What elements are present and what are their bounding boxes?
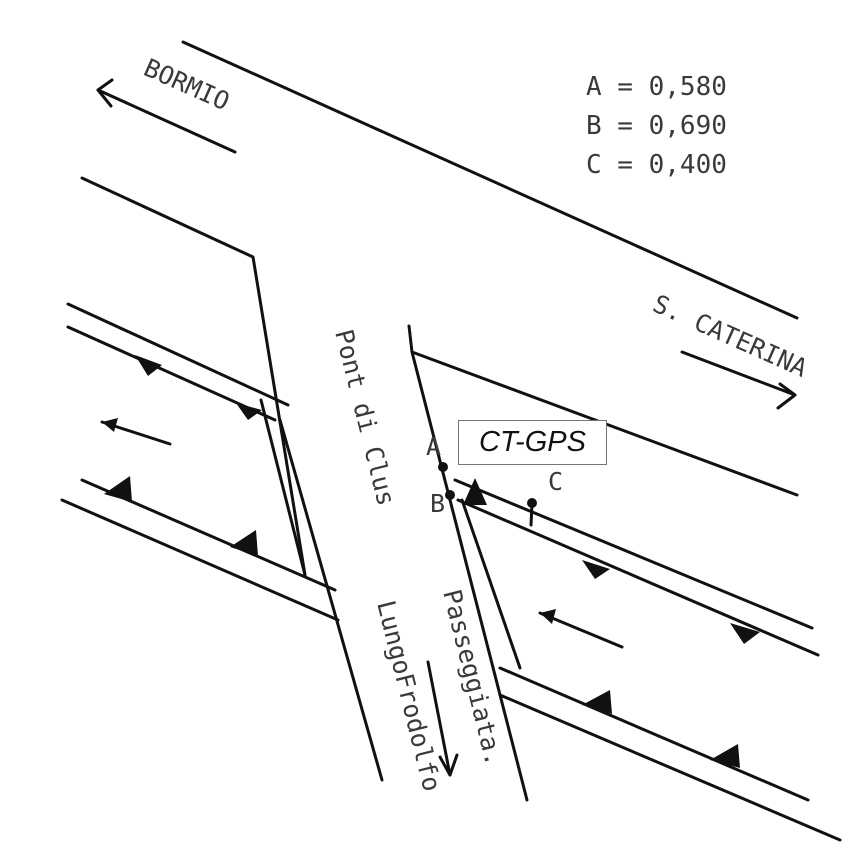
arrow-walkway-head: [438, 753, 459, 777]
label-point-c: C: [548, 467, 563, 496]
measurement-a: A = 0,580: [586, 72, 727, 102]
river-bank-right-mid: [456, 498, 820, 657]
arrow-walkway: [426, 660, 452, 777]
bridge-inner-right: [460, 498, 522, 670]
bank-marker: [104, 476, 132, 502]
bank-marker: [710, 744, 740, 768]
bridge-edge-left: [278, 418, 384, 782]
point-c-dot: [527, 498, 537, 508]
flow-arrow-right-head: [540, 609, 556, 624]
road-edge-upper: [181, 40, 799, 320]
gps-station-label-box: CT-GPS: [458, 420, 607, 465]
label-point-b: B: [430, 489, 445, 518]
flow-arrow-left-head: [102, 418, 118, 432]
measurement-b: B = 0,690: [586, 111, 727, 141]
river-bank-left-bottom: [60, 498, 340, 622]
bank-marker: [730, 623, 760, 644]
bank-marker: [236, 403, 262, 420]
label-bormio: BORMIO: [140, 53, 234, 116]
point-b-dot: [445, 490, 455, 500]
bridge-inner-left: [259, 398, 307, 577]
bank-marker: [135, 355, 162, 376]
bridge-edge-right: [410, 350, 529, 802]
label-point-a: A: [426, 432, 441, 461]
river-bank-right-bottom: [498, 693, 842, 842]
arrow-caterina-head: [776, 382, 797, 410]
point-a-dot: [438, 462, 448, 472]
river-bank-left-top: [66, 302, 290, 407]
road-edge-lower-left: [80, 176, 307, 577]
river-bank-right-top: [453, 478, 814, 630]
river-bank-right-low: [498, 666, 810, 802]
arrow-caterina: [680, 350, 797, 397]
arrow-bormio: [96, 88, 237, 154]
arrow-bormio-head: [96, 78, 114, 108]
bank-marker: [582, 690, 612, 714]
measurement-c: C = 0,400: [586, 150, 727, 180]
gps-station-label: CT-GPS: [479, 426, 586, 458]
label-walkway: Passeggiata.: [437, 586, 509, 768]
bank-marker: [230, 530, 258, 556]
bank-marker: [582, 560, 610, 579]
gps-station-icon: [463, 478, 487, 505]
label-bridge: Pont di Clus: [329, 326, 401, 508]
flow-arrow-right: [538, 611, 624, 649]
